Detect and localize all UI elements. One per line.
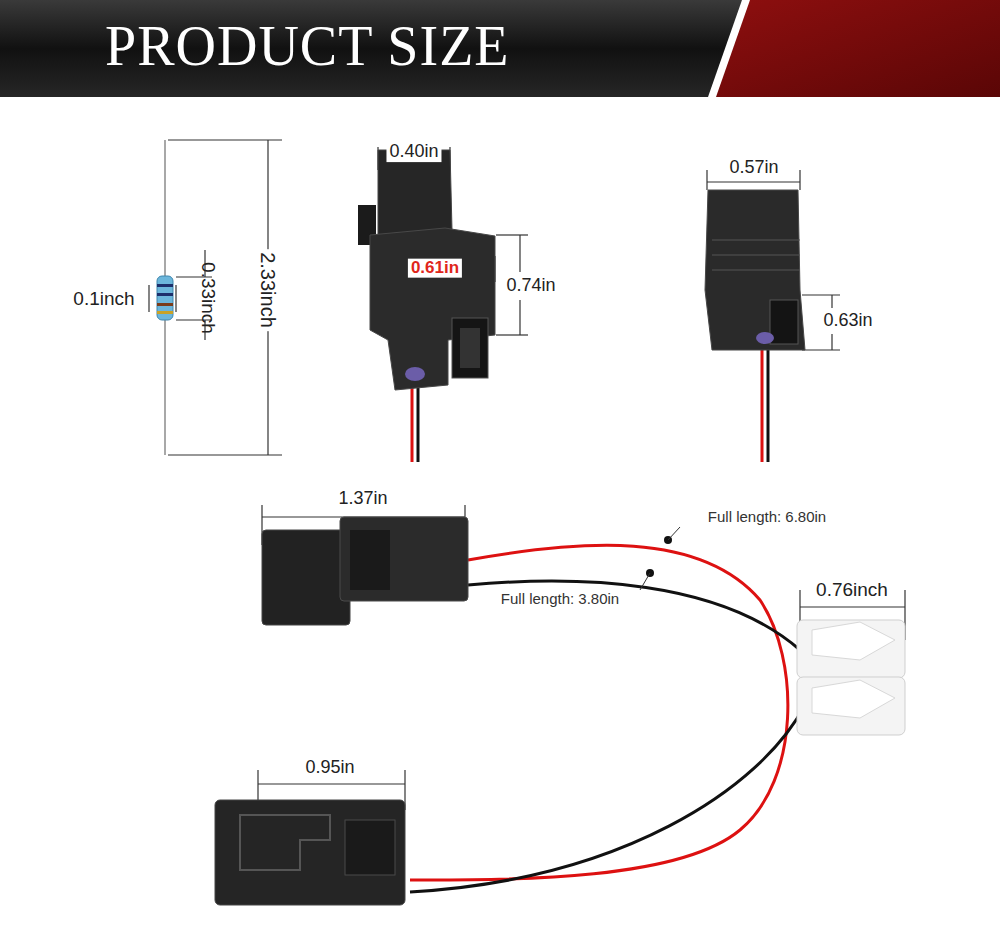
dimension-label: 0.40in xyxy=(386,142,441,162)
connector-female xyxy=(215,800,405,905)
header-band xyxy=(0,0,742,97)
dimension-label: 0.57in xyxy=(726,158,781,178)
dimension-label: Full length: 3.80in xyxy=(498,591,622,608)
dimension-label: 0.95in xyxy=(302,758,357,778)
connector-female xyxy=(358,150,495,462)
leader-line xyxy=(640,527,680,590)
connector-male xyxy=(262,517,468,625)
dimension-label: 0.76inch xyxy=(813,580,891,601)
dimension-label: 0.61in xyxy=(408,259,462,278)
resistor-symbol xyxy=(157,140,173,455)
dimension-label: 0.74in xyxy=(503,276,558,296)
dimension-lines xyxy=(149,140,905,810)
dimension-label: 2.33inch xyxy=(257,249,279,331)
wire xyxy=(410,545,805,892)
dimension-label: 0.63in xyxy=(820,311,875,331)
dimension-label: 1.37in xyxy=(335,489,390,509)
header-accent xyxy=(716,0,1000,97)
page-title: PRODUCT SIZE xyxy=(105,16,510,78)
dimension-label: Full length: 6.80in xyxy=(705,509,829,526)
lever-connector xyxy=(797,620,905,735)
dimension-label: 0.33inch xyxy=(198,259,219,337)
connector-female xyxy=(705,190,805,462)
dimension-label: 0.1inch xyxy=(70,289,137,310)
